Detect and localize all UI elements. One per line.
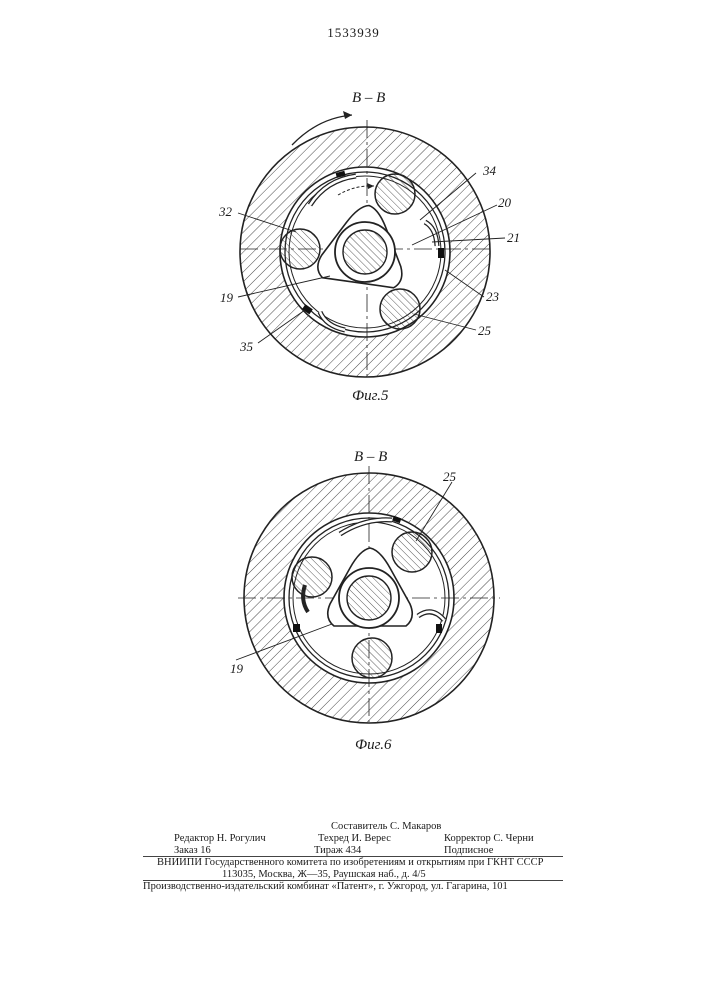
fig5-label-19: 19 — [220, 291, 233, 304]
footer-editor: Редактор Н. Рогулич — [174, 834, 266, 845]
footer-address: 113035, Москва, Ж—35, Раушская наб., д. … — [222, 870, 426, 881]
fig5-label-23: 23 — [486, 290, 499, 303]
figure-6-drawing — [236, 466, 500, 723]
fig6-caption: Фиг.6 — [355, 738, 391, 753]
footer-subscription: Подписное — [444, 846, 493, 857]
footer-rule-top — [143, 856, 563, 857]
fig5-label-25: 25 — [478, 324, 491, 337]
footer-plant: Производственно-издательский комбинат «П… — [143, 882, 508, 893]
fig5-section-label: В – В — [352, 91, 385, 106]
page-number: 1533939 — [0, 26, 707, 39]
fig5-label-32: 32 — [219, 205, 232, 218]
footer-institute: ВНИИПИ Государственного комитета по изоб… — [157, 858, 544, 869]
fig5-label-20: 20 — [498, 196, 511, 209]
figure-5-drawing — [238, 111, 505, 377]
fig5-label-34: 34 — [483, 164, 496, 177]
footer-rule-bottom — [143, 880, 563, 881]
footer-corrector: Корректор С. Черни — [444, 834, 534, 845]
footer-compiler: Составитель С. Макаров — [331, 822, 441, 833]
fig5-label-35: 35 — [240, 340, 253, 353]
fig6-label-19: 19 — [230, 662, 243, 675]
fig5-label-21: 21 — [507, 231, 520, 244]
fig6-label-25: 25 — [443, 470, 456, 483]
footer-circulation: Тираж 434 — [314, 846, 361, 857]
fig6-section-label: В – В — [354, 450, 387, 465]
footer-techred: Техред И. Верес — [318, 834, 391, 845]
footer-order: Заказ 16 — [174, 846, 211, 857]
fig5-caption: Фиг.5 — [352, 389, 388, 404]
